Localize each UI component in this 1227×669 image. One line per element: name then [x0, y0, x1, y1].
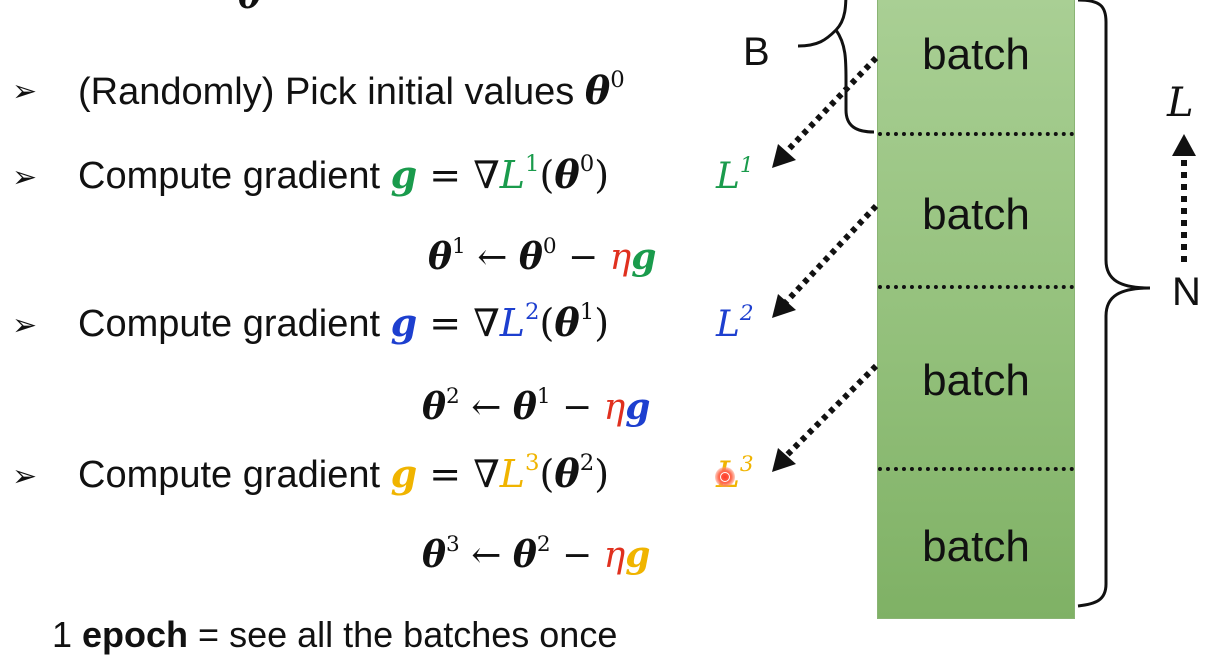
- bullet-arrow-icon: ➢: [12, 161, 38, 194]
- gradient-symbol: g: [390, 152, 418, 197]
- batch-2: batch: [922, 190, 1030, 239]
- update-1: θ1 ← θ0 − ηg: [428, 233, 657, 278]
- theta-superscript: 0: [579, 150, 595, 177]
- loss-symbol: L: [499, 153, 525, 197]
- paren: ): [594, 153, 610, 197]
- step-gradient-3: Compute gradient g = ∇L3(θ2): [78, 449, 610, 496]
- dataset-brace: [1077, 0, 1151, 608]
- side-loss-1: L1: [716, 152, 754, 197]
- step-init-text: (Randomly) Pick initial values: [78, 71, 585, 113]
- arrow-head-icon: [772, 294, 796, 318]
- arrow-head-icon: [772, 448, 796, 472]
- batch-divider: [878, 285, 1074, 289]
- bullet-arrow-icon: ➢: [12, 75, 38, 108]
- arrow-head-icon: [772, 144, 796, 168]
- theta-symbol: θ: [554, 152, 580, 197]
- batch-to-loss-arrows: [783, 55, 879, 459]
- bullet-arrow-icon: ➢: [12, 460, 38, 493]
- batch-divider: [878, 132, 1074, 136]
- update-3: θ3 ← θ2 − ηg: [422, 531, 651, 576]
- paren: (: [539, 153, 555, 197]
- arrow-batch3: [783, 363, 879, 459]
- superscript: 0: [610, 66, 625, 93]
- theta-symbol: θ: [584, 68, 611, 113]
- side-loss-2: L2: [716, 300, 754, 345]
- loss-label: L: [1167, 80, 1194, 126]
- arrow-batch2: [783, 203, 879, 305]
- step-gradient-2: Compute gradient g = ∇L2(θ1): [78, 298, 610, 345]
- batch-4: batch: [922, 522, 1030, 571]
- step-gradient-1: Compute gradient g = ∇L1(θ0): [78, 153, 610, 197]
- equals-nabla: = ∇: [417, 153, 500, 197]
- batch-size-label: B: [743, 30, 770, 74]
- batch-1: batch: [922, 30, 1030, 79]
- batch-divider: [878, 467, 1074, 471]
- arrow-up-icon: [1172, 134, 1196, 156]
- epoch-definition: 1 epoch = see all the batches once: [52, 614, 618, 655]
- data-column: batch batch batch batch: [877, 0, 1075, 619]
- bullet-arrow-icon: ➢: [12, 309, 38, 342]
- loss-superscript: 1: [524, 150, 540, 177]
- update-2: θ2 ← θ1 − ηg: [422, 383, 651, 428]
- laser-pointer-icon: [715, 467, 735, 487]
- cropped-theta: θ: [238, 0, 262, 14]
- dataset-size-label: N: [1172, 270, 1201, 314]
- arrow-batch1: [783, 55, 879, 155]
- step-label: Compute gradient: [78, 155, 391, 197]
- batch-3: batch: [922, 356, 1030, 405]
- batch-brace: [797, 0, 875, 134]
- step-init: (Randomly) Pick initial values θ0: [78, 69, 625, 113]
